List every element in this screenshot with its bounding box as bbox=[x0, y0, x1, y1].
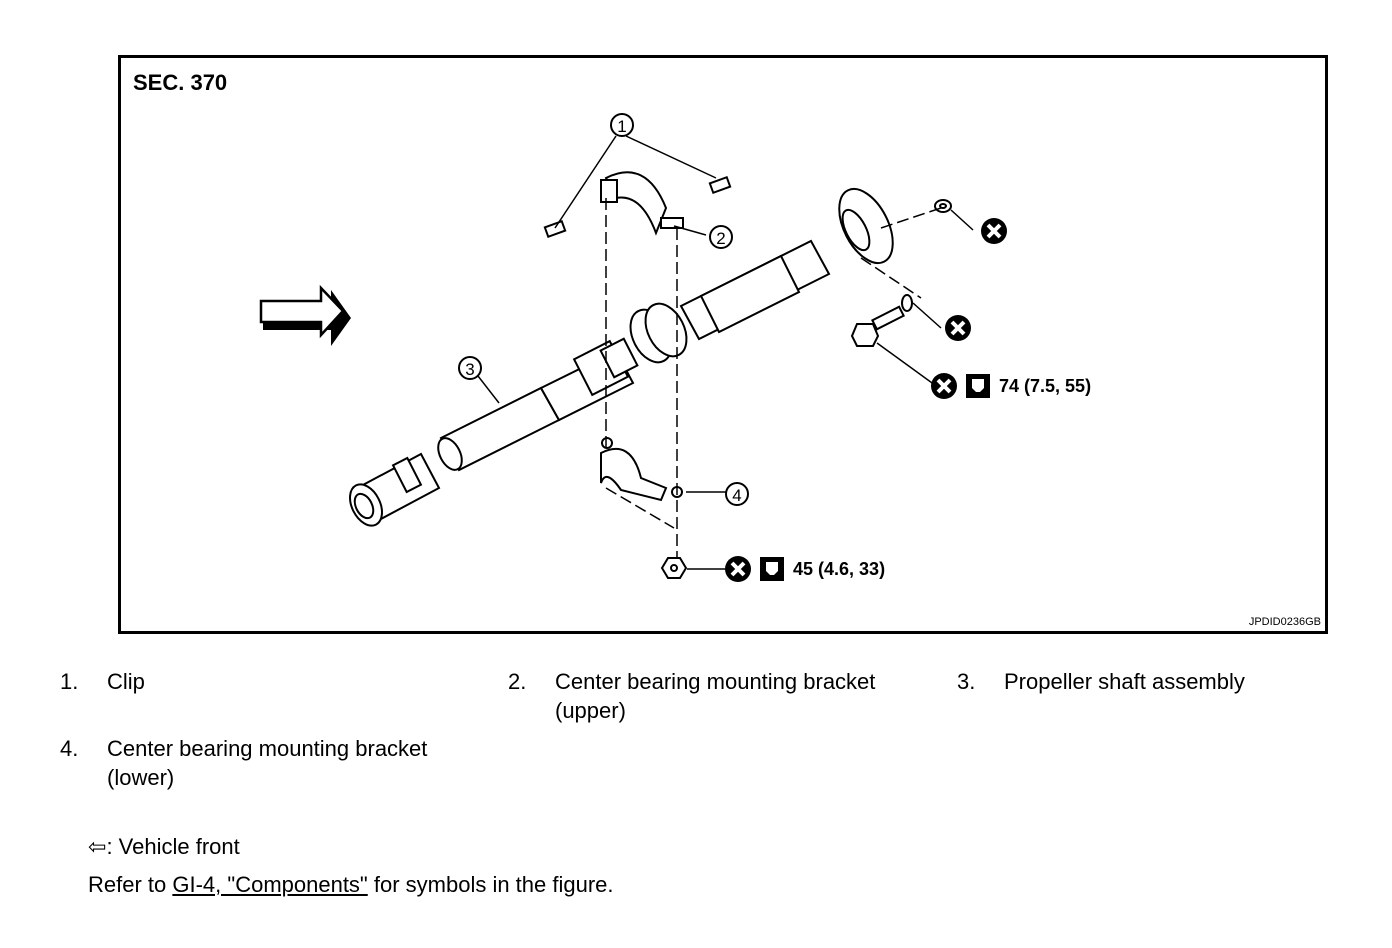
figure-code: JPDID0236GB bbox=[1248, 616, 1321, 628]
legend-label-line1: Center bearing mounting bracket bbox=[555, 669, 876, 694]
svg-text:1: 1 bbox=[617, 117, 626, 136]
legend-number: 2. bbox=[508, 669, 527, 694]
legend-label: Center bearing mounting bracket (lower) bbox=[107, 734, 427, 792]
legend-label-line2: (lower) bbox=[107, 765, 175, 790]
svg-text:4: 4 bbox=[732, 486, 741, 505]
flange-nut bbox=[934, 199, 952, 213]
legend-label: Center bearing mounting bracket (upper) bbox=[555, 667, 875, 725]
vehicle-front-note: ⇦: Vehicle front bbox=[88, 834, 240, 860]
clip-left bbox=[543, 219, 567, 239]
torque-upper-value: 74 (7.5, 55) bbox=[999, 376, 1091, 396]
figure-frame: 1 2 3 4 bbox=[118, 55, 1328, 634]
section-label: SEC. 370 bbox=[133, 70, 228, 95]
callout-3: 3 bbox=[458, 356, 482, 380]
callout-2: 2 bbox=[709, 225, 733, 249]
legend-label-line1: Center bearing mounting bracket bbox=[107, 736, 428, 761]
torque-wrench-icon bbox=[966, 374, 990, 398]
callout-1: 1 bbox=[610, 113, 634, 137]
replace-symbol-icon bbox=[945, 315, 971, 341]
components-link[interactable]: GI-4, "Components" bbox=[172, 872, 368, 897]
propeller-shaft-diagram: 1 2 3 4 bbox=[259, 113, 1091, 582]
lower-bracket bbox=[600, 437, 683, 502]
assembly-lines bbox=[605, 198, 942, 558]
refer-note: Refer to GI-4, "Components" for symbols … bbox=[88, 872, 614, 898]
vehicle-front-text: : Vehicle front bbox=[106, 834, 240, 859]
refer-suffix: for symbols in the figure. bbox=[367, 872, 614, 897]
callout-4: 4 bbox=[725, 482, 749, 506]
legend-label: Propeller shaft assembly bbox=[1004, 669, 1245, 694]
legend-number: 3. bbox=[957, 669, 976, 694]
clip-right bbox=[708, 175, 732, 195]
vehicle-front-arrow bbox=[259, 284, 351, 346]
svg-text:2: 2 bbox=[716, 229, 725, 248]
replace-symbol-icon bbox=[725, 556, 751, 582]
replace-symbol-icon bbox=[931, 373, 957, 399]
legend-label: Clip bbox=[107, 669, 145, 694]
torque-wrench-icon bbox=[760, 557, 784, 581]
legend-number: 4. bbox=[60, 736, 79, 761]
legend-label-line2: (upper) bbox=[555, 698, 626, 723]
torque-lower-value: 45 (4.6, 33) bbox=[793, 559, 885, 579]
legend-number: 1. bbox=[60, 669, 79, 694]
replace-symbol-icon bbox=[981, 218, 1007, 244]
flange-bolt bbox=[850, 294, 913, 347]
svg-text:3: 3 bbox=[465, 360, 474, 379]
lower-nut bbox=[660, 557, 688, 579]
refer-prefix: Refer to bbox=[88, 872, 173, 897]
leader-lines bbox=[477, 135, 974, 570]
propeller-shaft bbox=[349, 187, 894, 527]
upper-bracket bbox=[600, 171, 684, 236]
front-arrow-icon: ⇦ bbox=[88, 834, 107, 859]
